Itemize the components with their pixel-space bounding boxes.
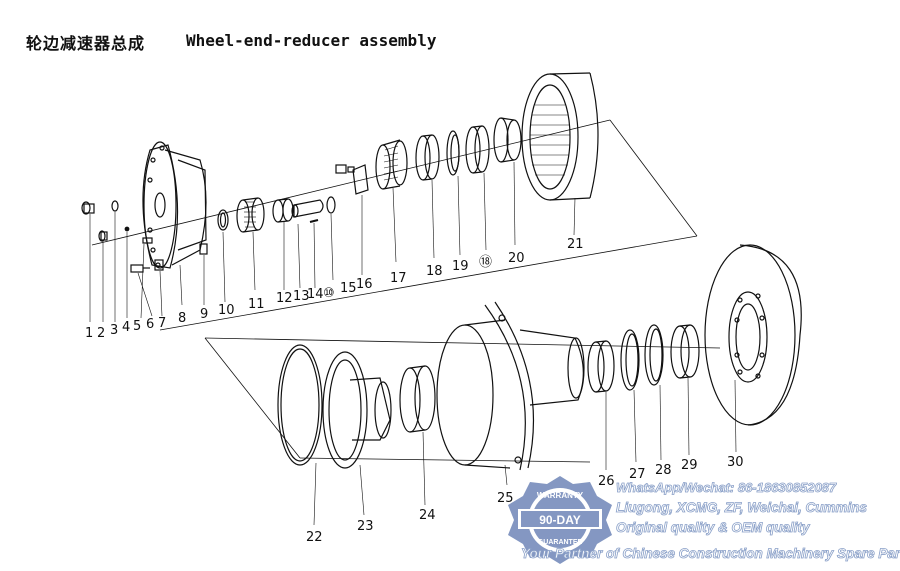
part-label: 15 (340, 281, 357, 296)
warranty-badge-logo: WARRANTY 90-DAY GUARANTEE (508, 476, 612, 564)
part-18-bearing (415, 134, 440, 259)
part-label: 8 (178, 311, 186, 326)
part-23-gear-hub (322, 351, 392, 516)
title-english: Wheel-end-reducer assembly (186, 31, 437, 50)
part-9-bolt (199, 243, 208, 305)
badge-center-text: 90-DAY (539, 513, 581, 527)
part-3-washer (111, 200, 119, 322)
part-label: 11 (248, 297, 265, 312)
part-label: 29 (681, 458, 698, 473)
part-8-planet-carrier (142, 141, 207, 306)
part-label: 28 (655, 463, 672, 478)
part-6-bolt (130, 264, 153, 317)
part-14-pin (309, 219, 319, 289)
part-label: 17 (390, 271, 407, 286)
part-label: 19 (452, 259, 469, 274)
part-16-bolt (335, 164, 369, 275)
title-chinese: 轮边减速器总成 (26, 34, 146, 53)
part-label: 10 (218, 303, 235, 318)
part-label: 25 (497, 491, 514, 506)
part-label: 21 (567, 237, 584, 252)
part-label: 2 (97, 326, 105, 341)
part-12-needle-bearing (272, 198, 294, 290)
part-25-wheel-hub (436, 301, 585, 486)
part-label: 5 (133, 319, 141, 334)
part-30-brake-disc (704, 244, 802, 453)
part-17-sun-gear (375, 139, 408, 263)
badge-bottom-text: GUARANTEE (538, 539, 583, 546)
part-label: 23 (357, 519, 374, 534)
part-4-pin (124, 226, 130, 318)
part-28-seal-ring (644, 324, 664, 461)
part-26-bearing (587, 340, 615, 470)
part-13-planet-shaft (291, 199, 324, 289)
watermark-brands: Liugong, XCMG, ZF, Weichai, Cummins (616, 500, 868, 516)
part-label: 18 (426, 264, 443, 279)
part-11-planet-gear (236, 197, 265, 291)
part-29-bearing (670, 324, 700, 456)
part-number-labels: 1 2 3 4 5 6 7 8 9 10 11 12 13 14 ⑩ 15 16… (85, 237, 744, 545)
badge-top-text: WARRANTY (537, 491, 584, 500)
watermark-quality: Original quality & OEM quality (616, 520, 810, 536)
part-label: 22 (306, 530, 323, 545)
watermark-contact: WhatsApp/Wechat: 86-18630852087 (616, 480, 837, 496)
part-5-dowel (140, 237, 153, 319)
watermark-slogan: Your Partner of Chinese Construction Mac… (521, 546, 900, 562)
part-label: 14 (307, 287, 324, 302)
upper-axis-frame (91, 119, 698, 331)
part-1-bolt (81, 201, 95, 322)
part-label: 9 (200, 307, 208, 322)
part-22-o-ring (277, 344, 323, 526)
part-20-bearing-cup (493, 117, 522, 246)
part-label: 30 (727, 455, 744, 470)
part-label: ⑱ (479, 255, 492, 270)
part-label: 13 (293, 289, 310, 304)
lower-axis-frame (204, 337, 721, 463)
part-21-ring-gear (521, 72, 599, 236)
part-15-ring (326, 196, 336, 281)
part-18-second-bearing (465, 125, 490, 251)
part-label: 27 (629, 467, 646, 482)
part-27-seal-ring (620, 329, 640, 463)
part-label: 3 (110, 323, 118, 338)
part-label: 1 (85, 326, 93, 341)
part-10-retaining-ring (217, 209, 229, 303)
part-19-snap-ring (446, 130, 461, 256)
part-label: 16 (356, 277, 373, 292)
part-2-plug (98, 230, 108, 322)
part-label: 7 (158, 316, 166, 331)
part-label: ⑩ (323, 286, 335, 301)
part-label: 6 (146, 317, 154, 332)
part-24-bearing (399, 365, 436, 506)
part-label: 20 (508, 251, 525, 266)
part-label: 24 (419, 508, 436, 523)
part-label: 4 (122, 320, 130, 335)
part-label: 26 (598, 474, 615, 489)
part-label: 12 (276, 291, 293, 306)
